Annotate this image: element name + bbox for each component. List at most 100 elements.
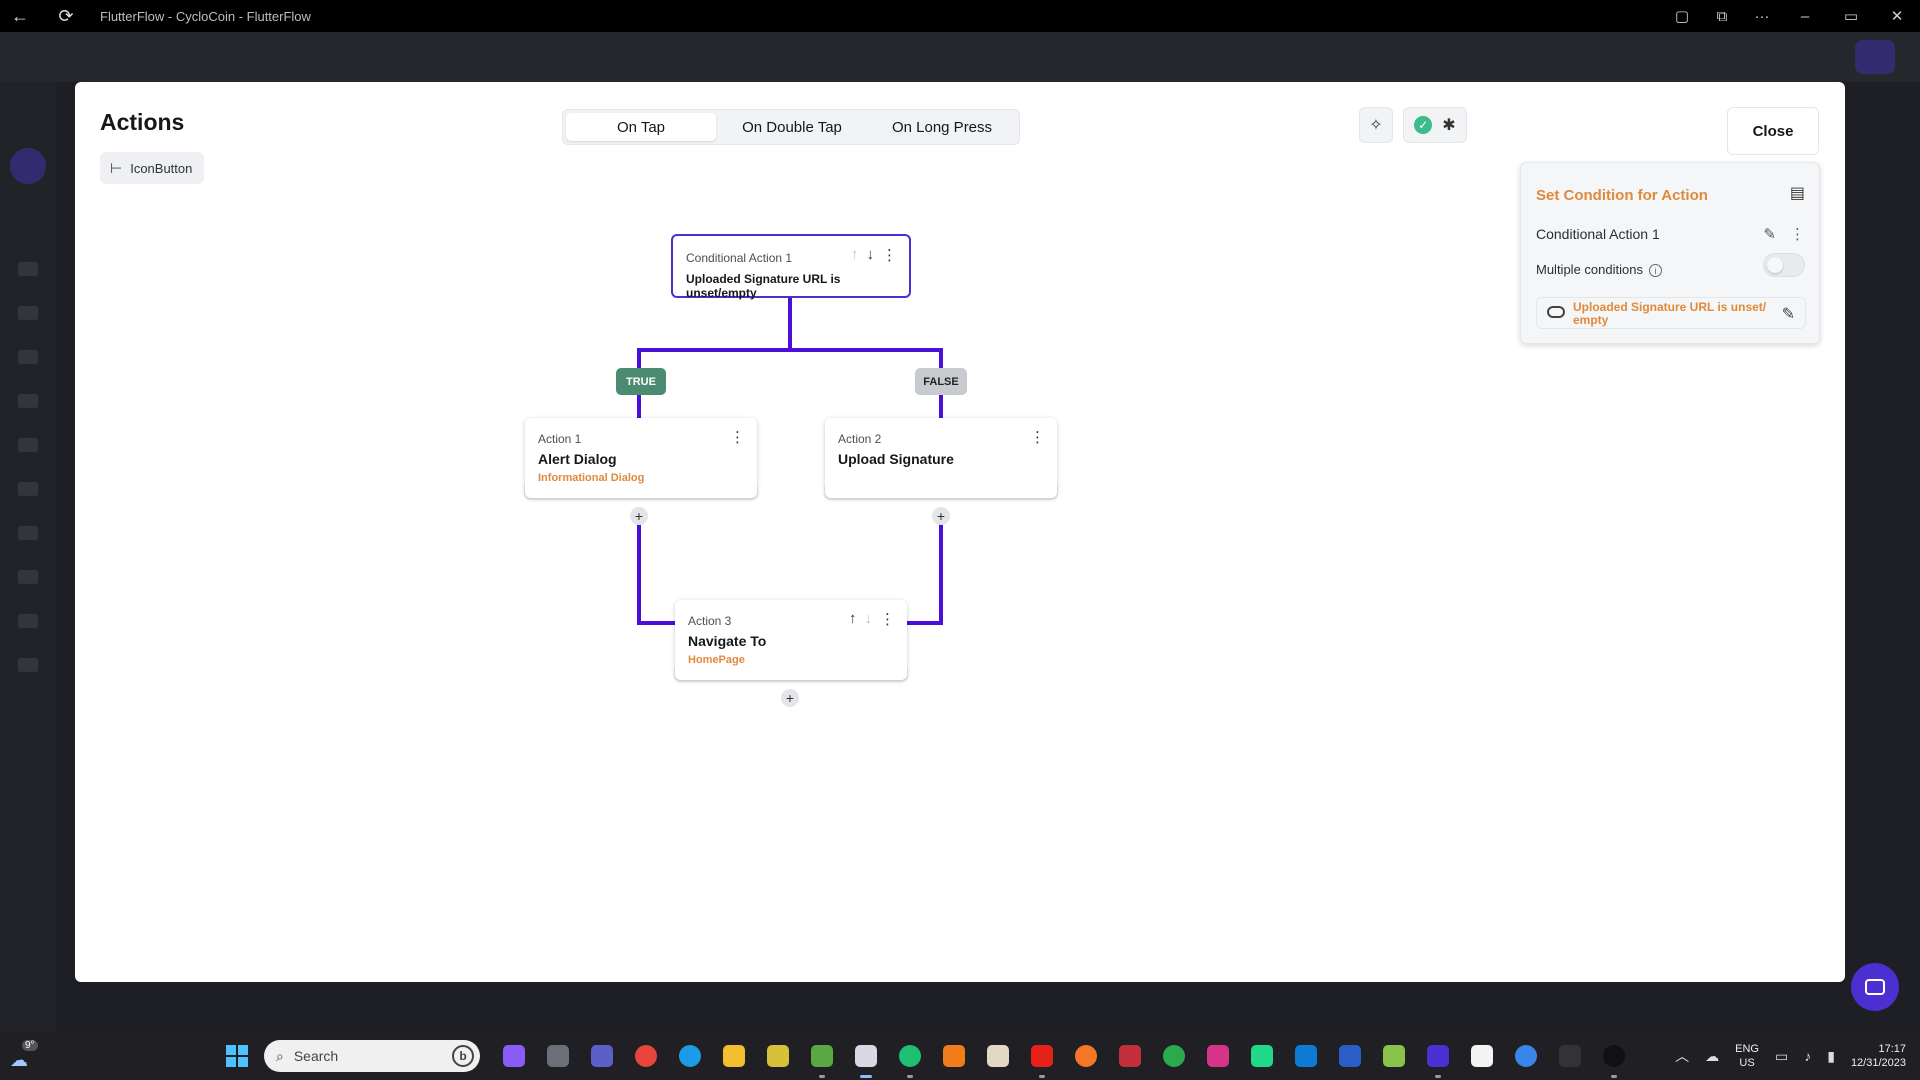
battery-icon[interactable]: ▮ bbox=[1827, 1047, 1835, 1064]
support-chat-button[interactable] bbox=[1851, 963, 1899, 1011]
taskbar-app-notes[interactable] bbox=[760, 1038, 796, 1074]
move-up-icon[interactable]: ↑ bbox=[849, 610, 857, 627]
more-vertical-icon[interactable]: ⋮ bbox=[882, 247, 897, 264]
taskbar-app-word[interactable] bbox=[1332, 1038, 1368, 1074]
app-toolbar-blob bbox=[1855, 40, 1895, 74]
volume-icon[interactable]: ♪ bbox=[1804, 1048, 1812, 1064]
multiple-conditions-toggle[interactable] bbox=[1763, 253, 1805, 277]
taskbar-app-youtube[interactable] bbox=[1024, 1038, 1060, 1078]
info-icon[interactable]: i bbox=[1648, 264, 1662, 277]
action1-node[interactable]: Action 1 Alert Dialog Informational Dial… bbox=[525, 418, 757, 498]
notes-icon bbox=[767, 1045, 789, 1067]
add-action-button[interactable]: + bbox=[630, 507, 648, 525]
move-up-icon[interactable]: ↑ bbox=[851, 246, 859, 263]
more-vertical-icon[interactable]: ⋮ bbox=[1030, 429, 1045, 446]
s-app-icon bbox=[1603, 1045, 1625, 1067]
chevron-up-icon[interactable]: ︿ bbox=[1675, 1048, 1690, 1064]
taskbar-app-vscode[interactable] bbox=[1288, 1038, 1324, 1074]
conditional-node-controls: ↑ ↓ ⋮ bbox=[851, 246, 897, 264]
condition-builder-icon[interactable]: ▤ bbox=[1789, 185, 1805, 202]
tab-on-double-tap[interactable]: On Double Tap bbox=[742, 118, 842, 136]
taskbar-app-explorer[interactable] bbox=[716, 1038, 752, 1074]
taskbar-app-tool[interactable] bbox=[1112, 1038, 1148, 1074]
snipping-icon bbox=[855, 1045, 877, 1067]
widget-tree-icon: ⊢ bbox=[110, 159, 123, 176]
start-windows-icon[interactable] bbox=[226, 1045, 248, 1067]
close-button[interactable]: Close bbox=[1727, 107, 1819, 155]
condition-chip[interactable]: Uploaded Signature URL is unset/ empty ✎ bbox=[1536, 297, 1806, 329]
widget-chip[interactable]: ⊢ IconButton bbox=[100, 152, 205, 184]
language-indicator[interactable]: ENG US bbox=[1735, 1042, 1759, 1070]
move-down-icon[interactable]: ↓ bbox=[864, 610, 873, 627]
taskbar-app-flutterflow[interactable] bbox=[1420, 1038, 1456, 1078]
window-close-icon[interactable]: ✕ bbox=[1890, 8, 1904, 25]
validation-debug-button[interactable]: ✓ ✱ bbox=[1403, 107, 1467, 143]
weather-widget[interactable]: ☁ 9° bbox=[10, 1040, 40, 1072]
app-left-rail bbox=[0, 82, 56, 1032]
back-arrow-icon[interactable]: ← bbox=[11, 5, 29, 26]
taskbar-app-notion[interactable] bbox=[1464, 1038, 1500, 1074]
more-options-icon[interactable]: ··· bbox=[1754, 7, 1770, 25]
taskbar-app-chrome[interactable] bbox=[628, 1038, 664, 1074]
rail-item bbox=[18, 306, 38, 320]
taskbar-app-box[interactable] bbox=[1200, 1038, 1236, 1074]
edit-pencil-icon[interactable]: ✎ bbox=[1763, 226, 1776, 243]
taskbar-app-store[interactable] bbox=[1508, 1038, 1544, 1074]
more-vertical-icon[interactable]: ⋮ bbox=[880, 611, 895, 628]
window-title: FlutterFlow - CycloCoin - FlutterFlow bbox=[100, 8, 311, 24]
add-action-button[interactable]: + bbox=[781, 689, 799, 707]
taskbar-app-teams[interactable] bbox=[584, 1038, 620, 1074]
rail-item bbox=[18, 614, 38, 628]
action3-node[interactable]: Action 3 Navigate To HomePage ↑ ↓ ⋮ bbox=[675, 600, 907, 680]
trigger-tabs: On Tap On Double Tap On Long Press bbox=[562, 109, 1020, 145]
tab-on-long-press[interactable]: On Long Press bbox=[891, 118, 993, 136]
taskbar-app-taskview[interactable] bbox=[540, 1038, 576, 1074]
more-vertical-icon[interactable]: ⋮ bbox=[730, 429, 745, 446]
taskbar-app-snipping[interactable] bbox=[848, 1038, 884, 1078]
actions-modal: Actions ⊢ IconButton On Tap On Double Ta… bbox=[75, 82, 1845, 982]
more-vertical-icon[interactable]: ⋮ bbox=[1790, 226, 1805, 243]
taskbar-app-s[interactable] bbox=[1596, 1038, 1632, 1078]
clock[interactable]: 17:17 12/31/2023 bbox=[1851, 1042, 1906, 1070]
ai-action-button[interactable]: ✧ bbox=[1359, 107, 1393, 143]
display-icon[interactable]: ▭ bbox=[1774, 1047, 1789, 1064]
tab-on-tap[interactable]: On Tap bbox=[566, 113, 716, 141]
taskbar-app-sheets[interactable] bbox=[804, 1038, 840, 1078]
onedrive-cloud-icon[interactable]: ☁ bbox=[1705, 1047, 1720, 1064]
move-down-icon[interactable]: ↓ bbox=[866, 246, 875, 263]
add-action-button[interactable]: + bbox=[932, 507, 950, 525]
taskbar-app-office[interactable] bbox=[936, 1038, 972, 1074]
edit-pencil-icon[interactable]: ✎ bbox=[1781, 306, 1795, 323]
taskbar-app-widgets[interactable] bbox=[496, 1038, 532, 1074]
sync-icon bbox=[1163, 1045, 1185, 1067]
taskbar-search[interactable]: ⌕ Search b bbox=[264, 1040, 480, 1072]
app-icon-clipboard[interactable]: ▢ bbox=[1674, 8, 1690, 25]
minimize-icon[interactable]: – bbox=[1800, 7, 1810, 25]
taskbar-app-excel[interactable] bbox=[1376, 1038, 1412, 1074]
maximize-icon[interactable]: ▭ bbox=[1843, 8, 1859, 25]
conditional-name-controls: ✎ ⋮ bbox=[1763, 225, 1805, 243]
refresh-icon[interactable]: ⟳ bbox=[58, 5, 74, 26]
cast-icon[interactable]: ⧉ bbox=[1716, 7, 1728, 25]
conditional-action-node[interactable]: Conditional Action 1 Uploaded Signature … bbox=[671, 234, 911, 300]
chrome-icon bbox=[635, 1045, 657, 1067]
taskbar-app-pycharm[interactable] bbox=[1244, 1038, 1280, 1074]
action2-node[interactable]: Action 2 Upload Signature ⋮ bbox=[825, 418, 1057, 498]
weather-cloud-icon: ☁ bbox=[10, 1050, 28, 1070]
multiple-conditions-row: Multiple conditions i bbox=[1536, 262, 1662, 277]
reader-icon bbox=[987, 1045, 1009, 1067]
box-icon bbox=[1207, 1045, 1229, 1067]
taskbar-app-fiverr[interactable] bbox=[892, 1038, 928, 1078]
rail-item bbox=[18, 482, 38, 496]
taskbar-app-k[interactable] bbox=[1552, 1038, 1588, 1074]
true-branch-badge: TRUE bbox=[616, 368, 666, 395]
taskbar-app-reader[interactable] bbox=[980, 1038, 1016, 1074]
taskbar-app-jupyter[interactable] bbox=[1068, 1038, 1104, 1074]
rail-item bbox=[18, 658, 38, 672]
taskbar-app-sync[interactable] bbox=[1156, 1038, 1192, 1074]
taskbar-app-edge[interactable] bbox=[672, 1038, 708, 1074]
condition-panel: Set Condition for Action ▤ Conditional A… bbox=[1520, 162, 1820, 344]
bing-icon[interactable]: b bbox=[452, 1045, 474, 1067]
multiple-conditions-label: Multiple conditions bbox=[1536, 262, 1643, 277]
weather-temp: 9° bbox=[22, 1040, 38, 1051]
